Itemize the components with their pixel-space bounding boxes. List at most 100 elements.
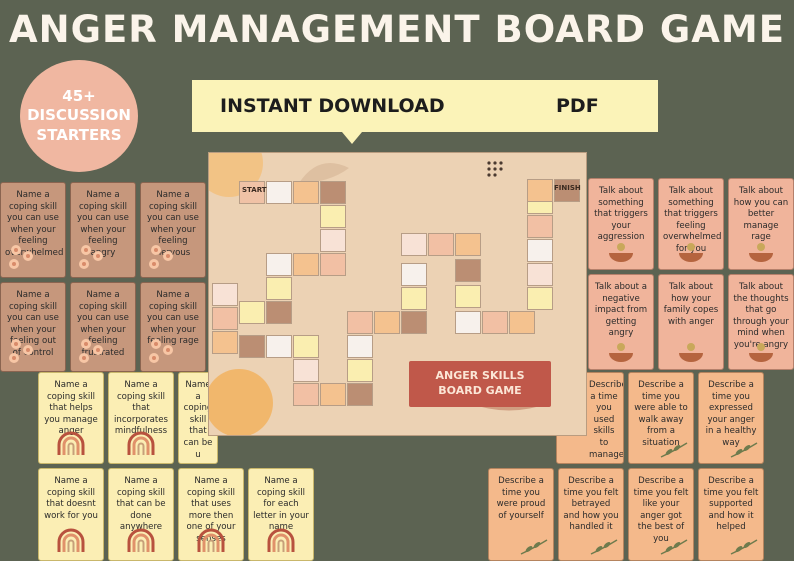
leaf-icon	[660, 539, 688, 555]
board-square	[455, 285, 481, 308]
rainbow-icon	[197, 528, 225, 552]
brown-card: Name a coping skill you can use when you…	[70, 182, 136, 278]
board-square	[455, 259, 481, 282]
card-text: Name a coping skill you can use when you…	[147, 190, 199, 258]
flowers-icon	[75, 243, 115, 273]
card-text: Name a coping skill for each letter in y…	[253, 476, 309, 533]
card-text: Name a coping skill that helps you manag…	[44, 380, 98, 437]
board-square	[320, 205, 346, 228]
board-square	[374, 311, 400, 334]
bowl-icon	[679, 243, 703, 262]
card-text: Describe a time you felt betrayed and ho…	[563, 476, 619, 533]
board-square	[212, 331, 238, 354]
board-square	[428, 233, 454, 256]
card-text: Describe a time you expressed your anger…	[705, 380, 757, 448]
flowers-icon	[145, 337, 185, 367]
board-square	[293, 383, 319, 406]
pink-card: Talk about how your family copes with an…	[658, 274, 724, 370]
bowl-icon	[609, 243, 633, 262]
rainbow-icon	[127, 528, 155, 552]
leaf-icon	[660, 442, 688, 458]
board-square	[401, 287, 427, 310]
board-square	[401, 311, 427, 334]
flowers-icon	[5, 337, 45, 367]
orange-card: Describe a time you felt like your anger…	[628, 468, 694, 561]
brown-card: Name a coping skill you can use when you…	[140, 282, 206, 372]
yellow-card: Name a coping skill that can be done any…	[108, 468, 174, 561]
leaf-icon	[730, 539, 758, 555]
board-square	[320, 229, 346, 252]
pdf-label: PDF	[556, 95, 599, 117]
flowers-icon	[75, 337, 115, 367]
board-square	[212, 307, 238, 330]
card-text: Name a coping skill that doesnt work for…	[44, 476, 98, 521]
brown-card: Name a coping skill you can use when you…	[0, 182, 66, 278]
brown-card: Name a coping skill you can use when you…	[70, 282, 136, 372]
card-text: Name a coping skill you can use when you…	[7, 290, 59, 358]
instant-download-label: INSTANT DOWNLOAD	[220, 95, 445, 117]
card-text: Name a coping skill you can use when you…	[5, 190, 64, 258]
board-square-start	[239, 181, 265, 204]
board-square	[347, 311, 373, 334]
rainbow-icon	[267, 528, 295, 552]
card-text: Describe a time you used skills to manag…	[589, 380, 624, 463]
card-text: Name a coping skill that can be u	[183, 380, 213, 460]
discussion-starters-badge: 45+ DISCUSSION STARTERS	[14, 54, 144, 178]
download-banner: INSTANT DOWNLOAD PDF	[192, 80, 658, 144]
board-square	[527, 239, 553, 262]
yellow-card: Name a coping skill for each letter in y…	[248, 468, 314, 561]
flowers-icon	[5, 243, 45, 273]
card-text: Describe a time you were proud of yourse…	[496, 476, 546, 521]
rainbow-icon	[57, 528, 85, 552]
rainbow-icon	[57, 431, 85, 455]
card-text: Name a coping skill that incorporates mi…	[114, 380, 168, 437]
board-square	[347, 335, 373, 358]
leaf-icon	[730, 442, 758, 458]
orange-card: Describe a time you expressed your anger…	[698, 372, 764, 464]
pink-card: Talk about something that triggers your …	[588, 178, 654, 270]
board-square	[293, 335, 319, 358]
board-square	[320, 383, 346, 406]
card-text: Talk about how you can better manage rag…	[733, 186, 789, 243]
board-square	[527, 263, 553, 286]
bowl-icon	[749, 243, 773, 262]
orange-card: Describe a time you were able to walk aw…	[628, 372, 694, 464]
board-square	[266, 301, 292, 324]
yellow-card: Name a coping skill that doesnt work for…	[38, 468, 104, 561]
finish-label: FINISH	[554, 184, 581, 192]
leaf-icon	[590, 539, 618, 555]
board-square	[239, 335, 265, 358]
card-text: Describe a time you felt like your anger…	[633, 476, 689, 544]
bowl-icon	[749, 343, 773, 362]
brown-card: Name a coping skill you can use when you…	[0, 282, 66, 372]
board-square	[212, 283, 238, 306]
board-square	[266, 181, 292, 204]
board-square	[320, 181, 346, 204]
pink-card: Talk about something that triggers feeli…	[658, 178, 724, 270]
card-text: Name a coping skill you can use when you…	[77, 190, 129, 258]
card-text: Name a coping skill that can be done any…	[116, 476, 166, 533]
rainbow-icon	[127, 431, 155, 455]
board-square	[455, 311, 481, 334]
start-label: START	[242, 186, 267, 194]
board-square	[239, 301, 265, 324]
board-square	[527, 287, 553, 310]
yellow-card: Name a coping skill that helps you manag…	[38, 372, 104, 464]
yellow-card: Name a coping skill that incorporates mi…	[108, 372, 174, 464]
board-square-finish	[554, 179, 580, 202]
board-square	[347, 383, 373, 406]
orange-card: Describe a time you were proud of yourse…	[488, 468, 554, 561]
board-square	[347, 359, 373, 382]
page-title: ANGER MANAGEMENT BOARD GAME	[9, 8, 785, 51]
game-board: START FINISH ANGER SKILLS BOARD GAME	[208, 152, 587, 436]
card-text: Name a coping skill you can use when you…	[77, 290, 129, 358]
board-square	[266, 277, 292, 300]
yellow-card: Name a coping skill that uses more then …	[178, 468, 244, 561]
board-square	[266, 253, 292, 276]
flowers-icon	[145, 243, 185, 273]
board-square	[401, 233, 427, 256]
board-square	[455, 233, 481, 256]
badge-text: 45+ DISCUSSION STARTERS	[27, 86, 131, 144]
sign-line-1: ANGER SKILLS	[435, 369, 525, 382]
board-square	[266, 335, 292, 358]
